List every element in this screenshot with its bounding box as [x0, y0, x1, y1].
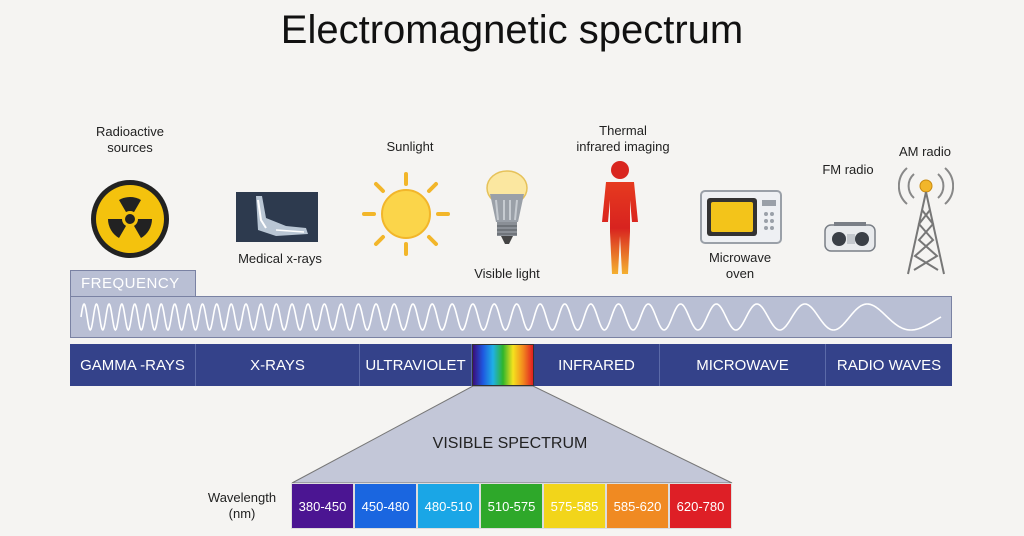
thermal-body-icon — [602, 161, 638, 274]
range-blue: 450-480 — [354, 483, 417, 529]
band-ultraviolet: ULTRAVIOLET — [360, 344, 472, 386]
band-microwave: MICROWAVE — [660, 344, 826, 386]
light-bulb-icon — [486, 170, 528, 244]
range-violet: 380-450 — [291, 483, 354, 529]
visible-spectrum-title: VISIBLE SPECTRUM — [432, 435, 588, 452]
radiation-icon — [91, 180, 169, 258]
label-microwave: Microwave oven — [708, 250, 772, 281]
band-x-rays: X-RAYS — [196, 344, 360, 386]
band-gamma-rays: GAMMA -RAYS — [70, 344, 196, 386]
range-orange: 585-620 — [606, 483, 669, 529]
wavelength-ranges: 380-450 450-480 480-510 510-575 575-585 … — [291, 483, 732, 529]
wavelength-label: Wavelength (nm) — [207, 490, 277, 521]
label-am-radio: AM radio — [898, 144, 952, 159]
wave-line — [80, 302, 942, 332]
range-cyan: 480-510 — [417, 483, 480, 529]
frequency-tab: FREQUENCY — [70, 270, 196, 296]
spectrum-bands: GAMMA -RAYS X-RAYS ULTRAVIOLET INFRARED … — [70, 344, 952, 386]
label-sunlight: Sunlight — [386, 139, 434, 154]
label-xray: Medical x-rays — [238, 251, 322, 266]
label-visible-light: Visible light — [474, 266, 540, 281]
radio-tower-icon — [898, 167, 954, 275]
frequency-wave — [80, 302, 942, 332]
range-green: 510-575 — [480, 483, 543, 529]
microwave-icon — [700, 190, 782, 244]
label-thermal: Thermal infrared imaging — [576, 123, 670, 154]
radio-icon — [824, 222, 876, 252]
band-radio-waves: RADIO WAVES — [826, 344, 952, 386]
wave-panel — [70, 296, 952, 338]
sun-icon — [362, 172, 450, 256]
range-red: 620-780 — [669, 483, 732, 529]
band-visible — [472, 344, 534, 386]
range-yellow: 575-585 — [543, 483, 606, 529]
page-title: Electromagnetic spectrum — [280, 8, 744, 52]
label-fm-radio: FM radio — [822, 162, 874, 177]
label-radioactive: Radioactive sources — [96, 124, 164, 155]
xray-foot-icon — [236, 192, 318, 242]
band-infrared: INFRARED — [534, 344, 660, 386]
visible-zoom-wedge — [291, 386, 733, 484]
